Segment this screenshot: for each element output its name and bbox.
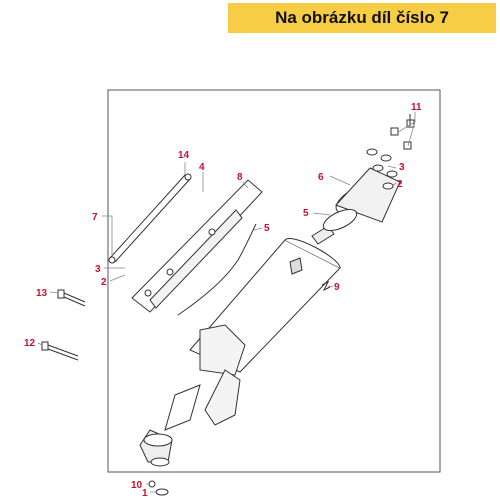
assembly-frame: [107, 89, 441, 473]
callout-1: 1: [142, 488, 148, 499]
callout-3-left: 3: [95, 264, 101, 275]
grommets: [366, 148, 398, 190]
spring-clip: [321, 280, 331, 292]
callout-labels: 11 6 3 2 14 4 8 7 5 5 3 2 9 13 12 10 1: [24, 102, 422, 499]
spring-wire: [177, 223, 257, 316]
callout-11: 11: [411, 102, 422, 113]
callout-13: 13: [36, 288, 48, 299]
callout-3-top: 3: [399, 162, 405, 173]
callout-4: 4: [199, 162, 205, 173]
bolt-13: [57, 289, 86, 307]
callout-6: 6: [318, 172, 324, 183]
bolts: [390, 114, 415, 150]
bolt-12: [41, 341, 79, 361]
callout-14: 14: [178, 150, 190, 161]
callout-2-left: 2: [101, 277, 107, 288]
callout-7: 7: [92, 212, 98, 223]
callout-5-right: 5: [303, 208, 309, 219]
callout-9: 9: [334, 282, 340, 293]
small-clip: [148, 480, 169, 496]
end-cap: [322, 167, 401, 232]
callout-5-left: 5: [264, 223, 270, 234]
part-number-banner: Na obrázku díl číslo 7: [228, 3, 496, 33]
callout-10: 10: [131, 480, 143, 491]
callout-12: 12: [24, 338, 36, 349]
callout-2-top: 2: [397, 179, 403, 190]
clamp-band: [108, 173, 192, 264]
leader-lines: [37, 112, 416, 493]
callout-8: 8: [237, 172, 243, 183]
muffler-body: [139, 225, 341, 467]
heat-shield: [131, 179, 263, 313]
